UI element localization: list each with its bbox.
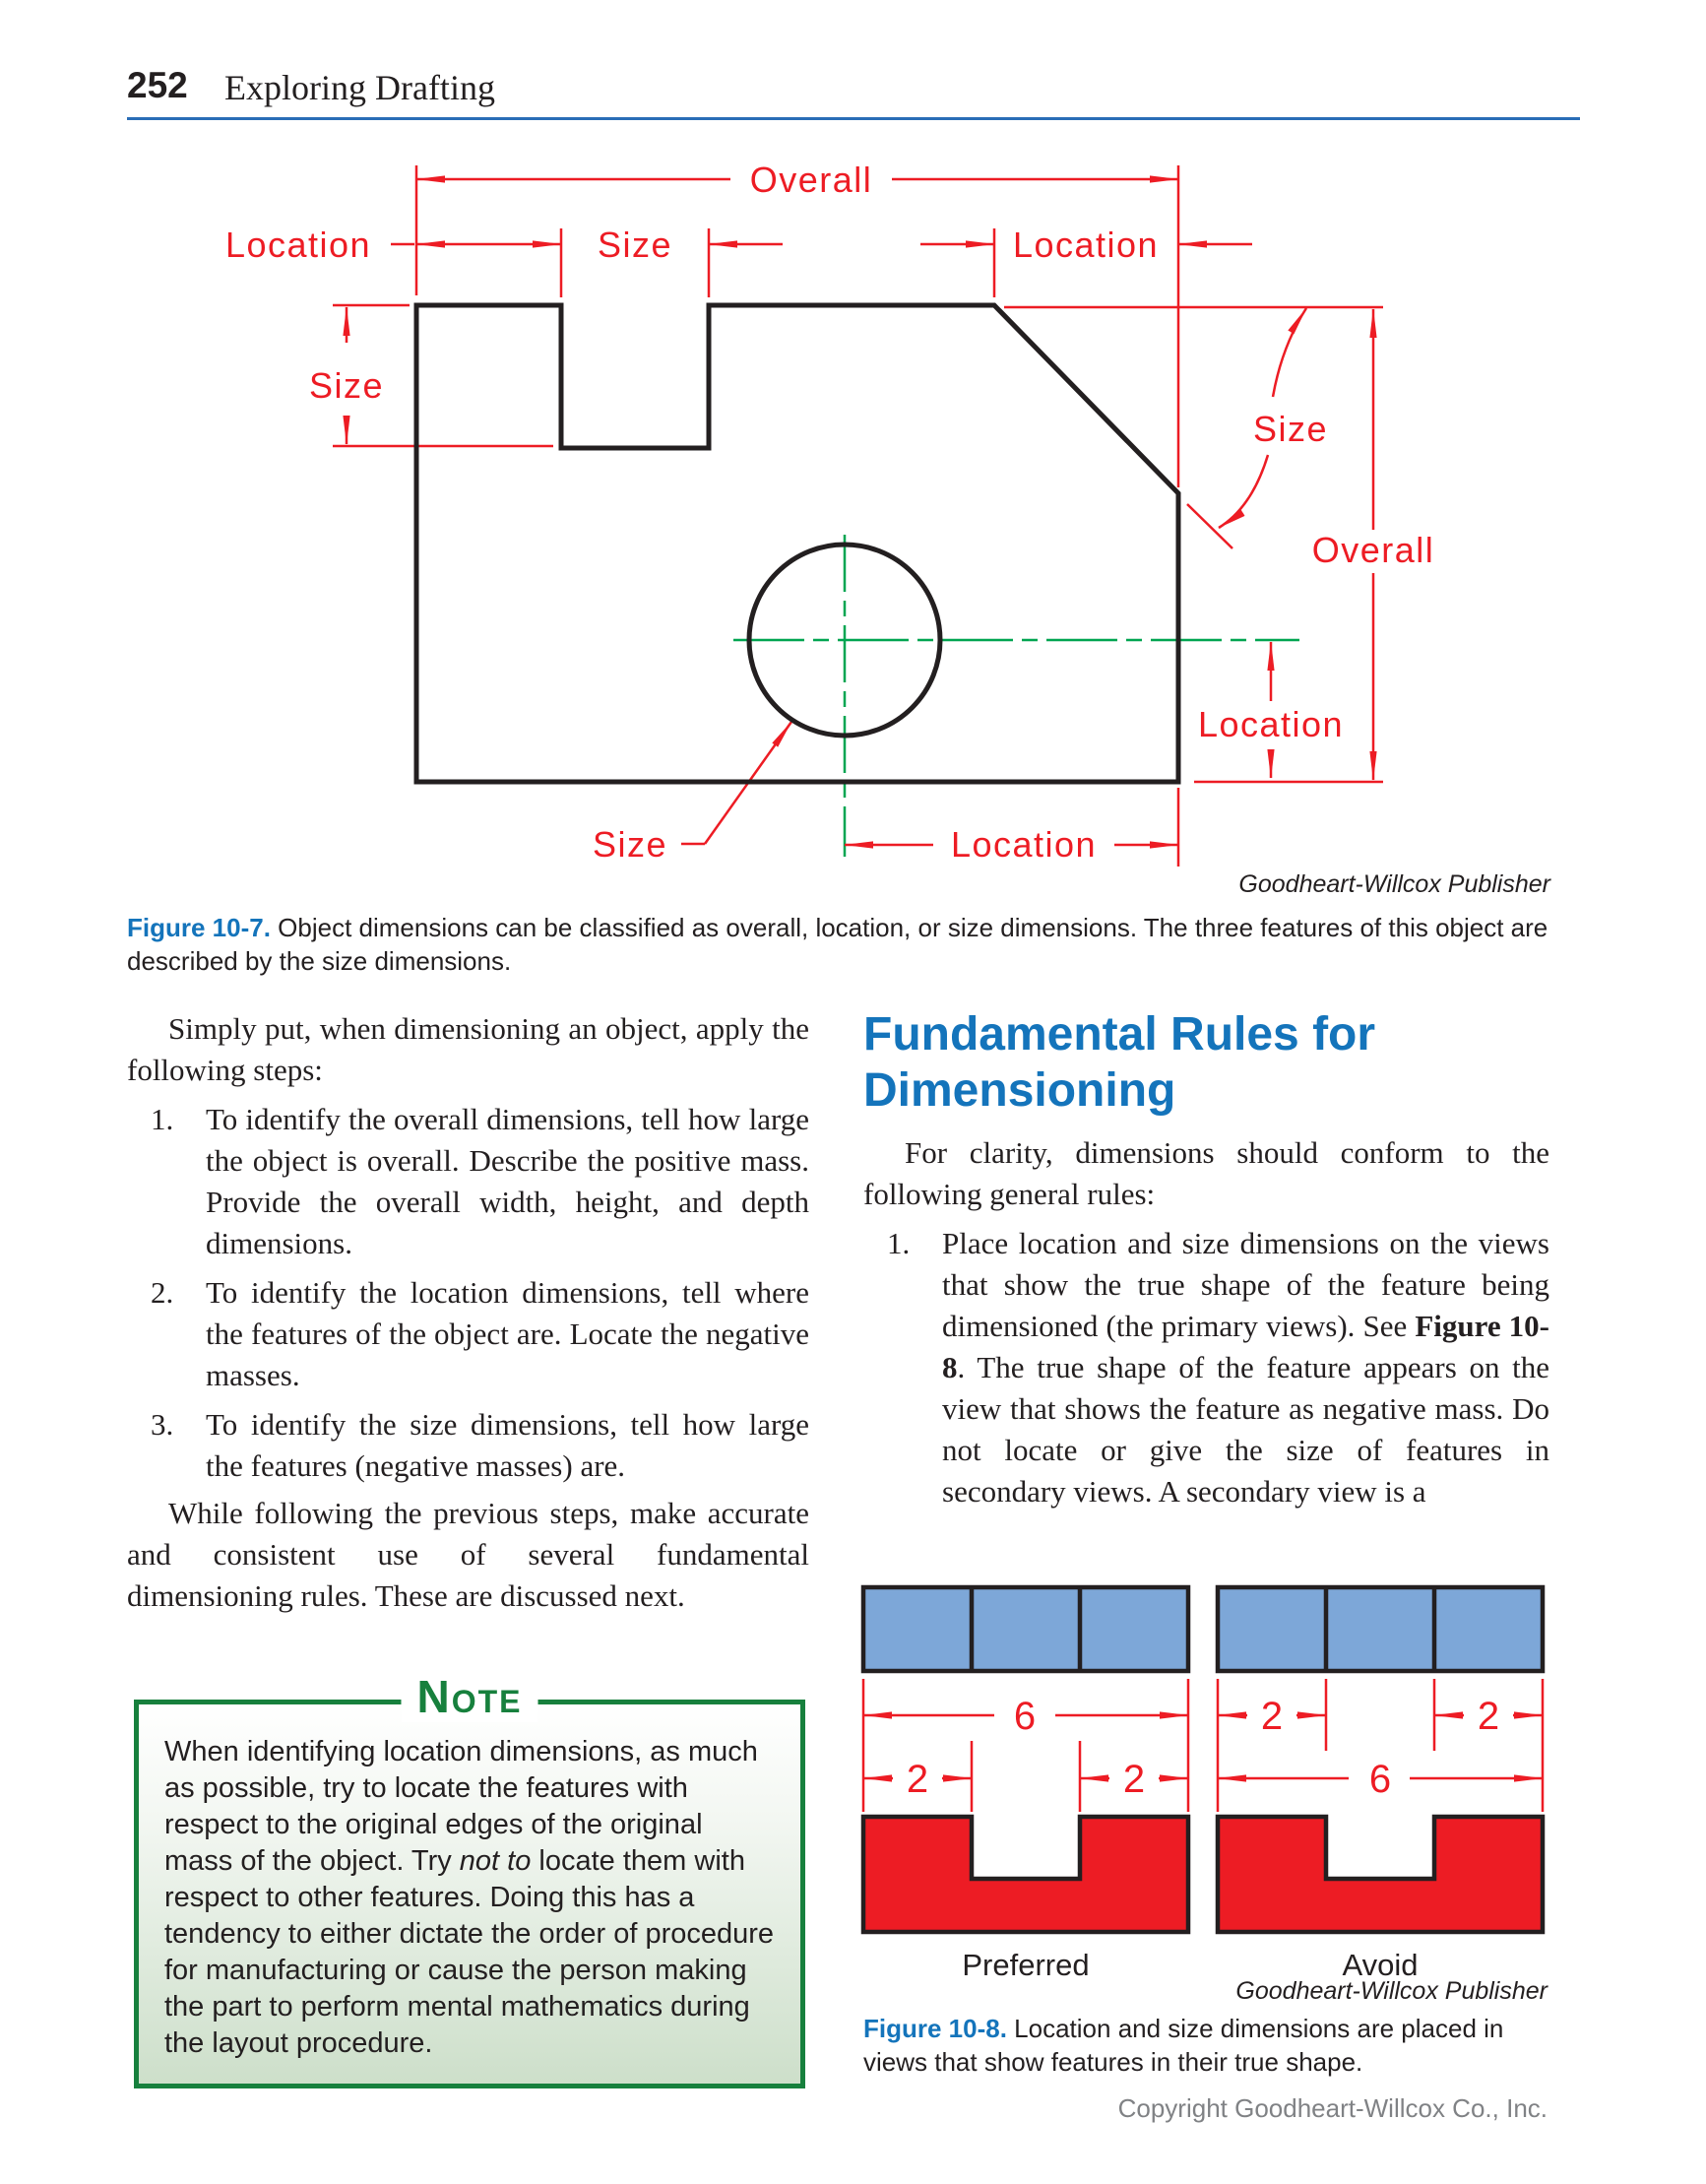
figure-reference: Figure 10-8 — [942, 1309, 1550, 1384]
preferred-view: 6 2 2 Preferred — [860, 1584, 1191, 1982]
list-text: To identify the location dimensions, tel… — [206, 1275, 809, 1392]
list-number: 1. — [151, 1102, 174, 1136]
avoid-right-dim: 2 — [1478, 1695, 1499, 1738]
preferred-right-dim: 2 — [1123, 1758, 1145, 1801]
figure-10-8-caption: Figure 10-8. Location and size dimension… — [863, 2012, 1549, 2079]
list-text: To identify the size dimensions, tell ho… — [206, 1407, 809, 1483]
top-view-blue — [860, 1584, 1191, 1674]
list-item: 1. Place location and size dimensions on… — [863, 1223, 1549, 1512]
right-column: Fundamental Rules for Dimensioning For c… — [863, 1006, 1549, 1512]
figure-10-7-caption-label: Figure 10-7. — [127, 913, 271, 942]
front-view-red — [1215, 1814, 1546, 1935]
figure-10-7-caption: Figure 10-7. Object dimensions can be cl… — [127, 911, 1551, 978]
figure-10-7-credit: Goodheart-Willcox Publisher — [1238, 870, 1550, 898]
left-outro-paragraph: While following the previous steps, make… — [127, 1496, 809, 1613]
list-item: 2. To identify the location dimensions, … — [127, 1272, 809, 1396]
avoid-view: 2 2 6 Avoid — [1215, 1584, 1546, 1982]
page-number: 252 — [127, 65, 188, 105]
figure-10-8-caption-text: Location and size dimensions are placed … — [863, 2014, 1504, 2077]
list-item: 3. To identify the size dimensions, tell… — [127, 1404, 809, 1487]
dim-label-size-top: Size — [598, 225, 672, 265]
preferred-left-dim: 2 — [907, 1758, 928, 1801]
dim-label-overall-right: Overall — [1312, 530, 1435, 570]
avoid-left-dim: 2 — [1261, 1695, 1283, 1738]
dim-label-location-top-right: Location — [1013, 225, 1159, 265]
header-rule — [127, 117, 1580, 120]
book-title: Exploring Drafting — [224, 68, 495, 107]
right-intro-paragraph: For clarity, dimensions should conform t… — [863, 1135, 1549, 1211]
dim-label-size-left: Size — [309, 365, 384, 406]
note-title: Note — [401, 1672, 538, 1722]
dim-label-size-hole: Size — [593, 824, 667, 865]
dim-label-size-chamfer: Size — [1253, 409, 1328, 449]
list-number: 2. — [151, 1275, 174, 1310]
list-text: To identify the overall dimensions, tell… — [206, 1102, 809, 1260]
hole-circle — [746, 542, 943, 739]
avoid-total-dim: 6 — [1369, 1758, 1391, 1801]
object-outline — [413, 302, 1181, 785]
top-view-blue — [1215, 1584, 1546, 1674]
note-box: Note When identifying location dimension… — [134, 1672, 805, 2088]
dim-label-location-bottom: Location — [951, 824, 1097, 865]
list-number: 3. — [151, 1407, 174, 1442]
preferred-label: Preferred — [962, 1948, 1089, 1982]
left-intro-paragraph: Simply put, when dimensioning an object,… — [127, 1011, 809, 1087]
preferred-dimensions — [861, 1679, 1190, 1812]
avoid-dimensions — [1216, 1679, 1545, 1812]
copyright-notice: Copyright Goodheart-Willcox Co., Inc. — [1117, 2093, 1548, 2123]
figure-10-7-caption-text: Object dimensions can be classified as o… — [127, 913, 1548, 976]
section-heading: Fundamental Rules for Dimensioning — [863, 1008, 1376, 1117]
figure-10-7-drawing: Overall Location Size Location Size Size… — [225, 160, 1435, 867]
figure-10-8-drawing: 6 2 2 Preferred 2 2 6 Avoid — [860, 1584, 1546, 1982]
extension-lines — [333, 165, 1383, 867]
avoid-label: Avoid — [1343, 1948, 1419, 1982]
dim-label-overall-top: Overall — [750, 160, 873, 200]
note-text: When identifying location dimensions, as… — [164, 1736, 775, 2059]
figure-10-8-caption-label: Figure 10-8. — [863, 2014, 1007, 2043]
note-italic: not to — [459, 1845, 532, 1877]
left-column: Simply put, when dimensioning an object,… — [127, 1008, 809, 1617]
front-view-red — [860, 1814, 1191, 1935]
dimension-lines — [343, 175, 1377, 849]
figure-10-8-credit: Goodheart-Willcox Publisher — [1235, 1977, 1548, 2005]
list-item: 1. To identify the overall dimensions, t… — [127, 1099, 809, 1264]
list-number: 1. — [887, 1226, 911, 1260]
dim-label-location-right: Location — [1198, 704, 1344, 744]
dim-label-location-top-left: Location — [225, 225, 371, 265]
list-text: Place location and size dimensions on th… — [942, 1226, 1550, 1509]
preferred-total-dim: 6 — [1014, 1695, 1036, 1738]
centerlines — [733, 535, 1299, 857]
